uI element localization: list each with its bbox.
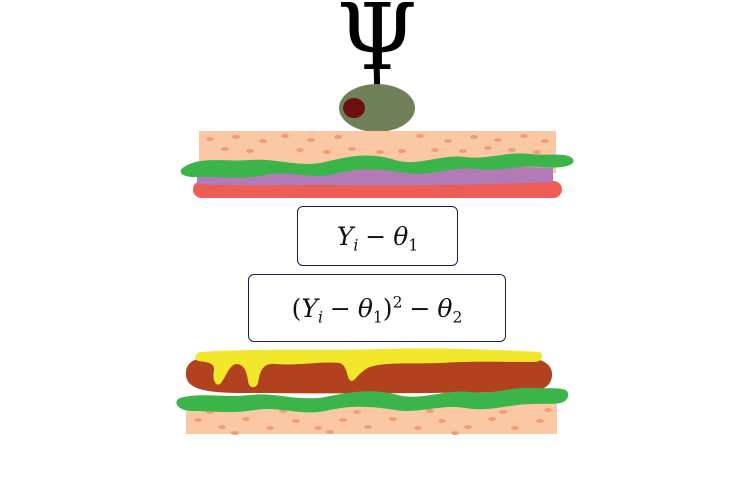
mustard-layer (195, 348, 543, 388)
tomato-layer (193, 181, 562, 198)
lettuce-bottom (176, 387, 569, 413)
top-bread-texture (206, 134, 549, 154)
meat-layer (185, 356, 553, 394)
formula-mean: Yi−θ1 (336, 221, 419, 254)
lettuce-top (180, 153, 574, 178)
psi-symbol: Ψ (336, 0, 418, 91)
olive (339, 84, 415, 132)
bottom-bread-texture (194, 408, 552, 435)
formula-box-mean: Yi−θ1 (297, 206, 458, 266)
formula-box-variance: (Yi−θ1)2−θ2 (248, 274, 506, 342)
olive-pimento (343, 98, 365, 118)
formula-variance: (Yi−θ1)2−θ2 (291, 293, 463, 326)
